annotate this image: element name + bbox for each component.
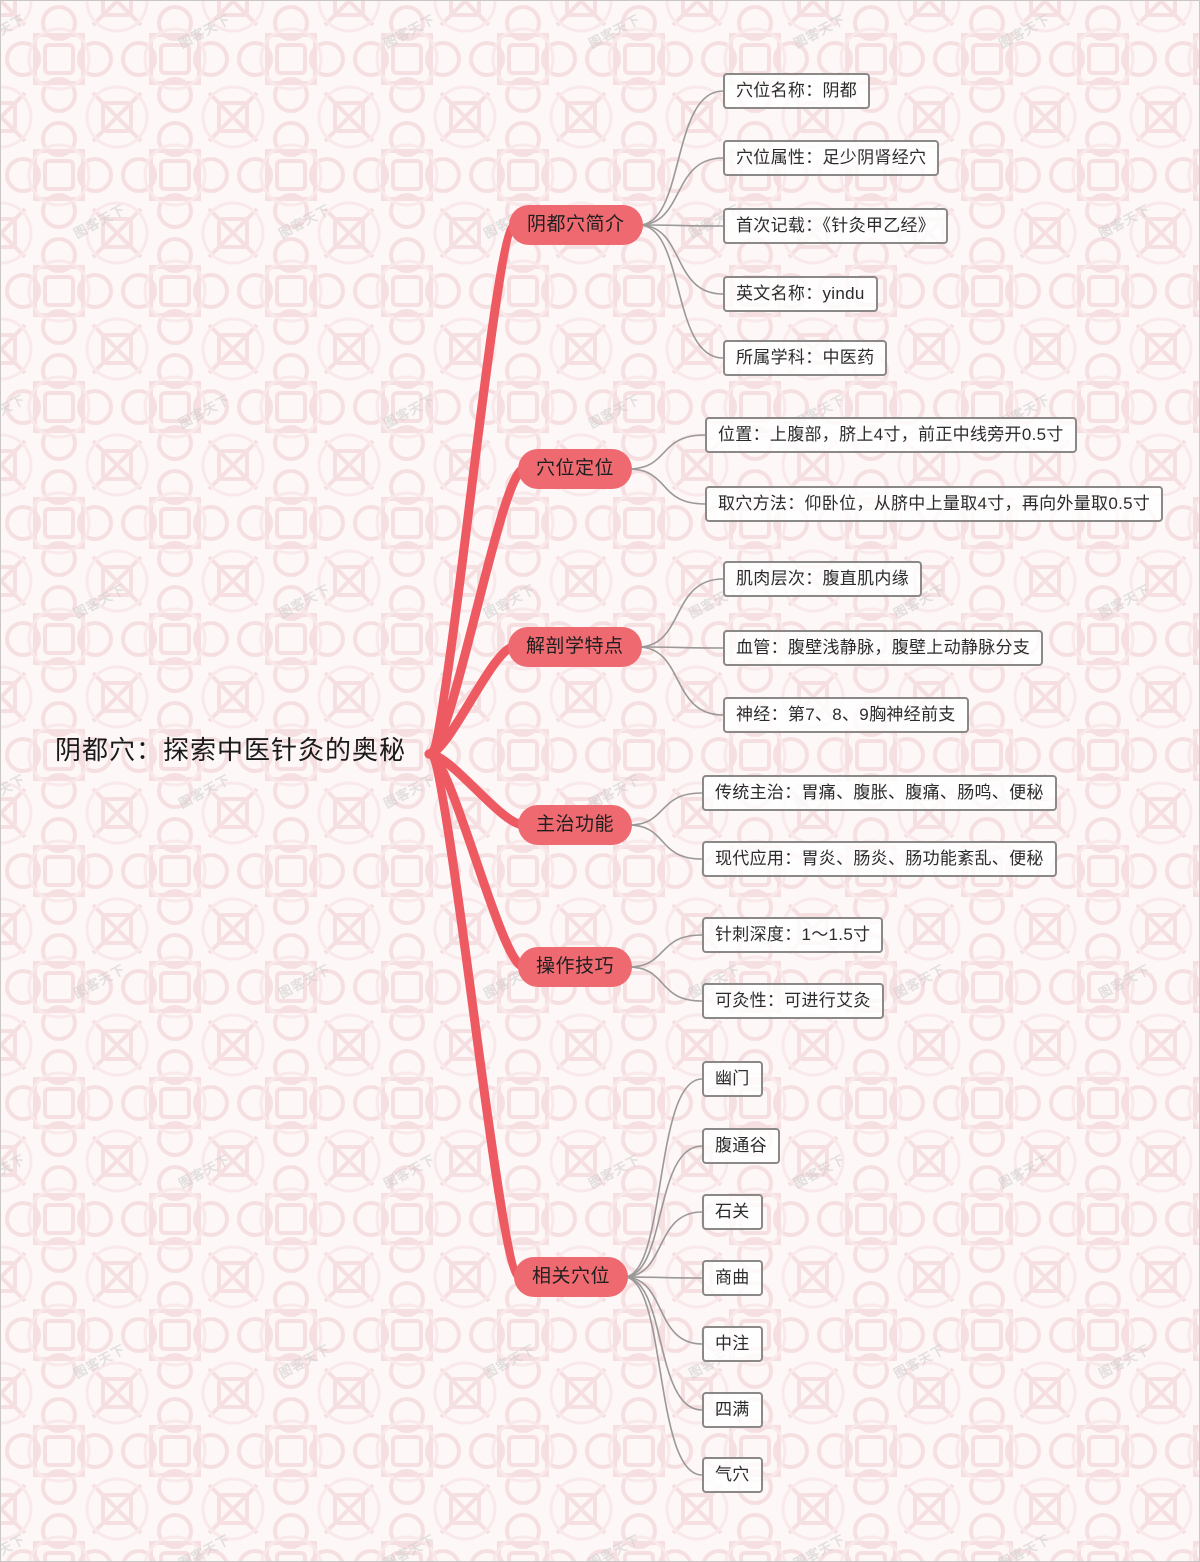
branch-node-indications[interactable]: 主治功能	[518, 805, 633, 846]
branch-node-location[interactable]: 穴位定位	[518, 449, 633, 490]
root-topic[interactable]: 阴都穴：探索中医针灸的奥秘	[55, 735, 407, 765]
leaf-node-intro-3[interactable]: 英文名称：yindu	[723, 276, 878, 313]
leaf-node-related-6[interactable]: 气穴	[702, 1457, 763, 1494]
leaf-node-related-0[interactable]: 幽门	[702, 1061, 763, 1098]
leaf-node-related-4[interactable]: 中注	[702, 1326, 763, 1363]
branch-node-technique[interactable]: 操作技巧	[518, 947, 633, 988]
leaf-node-anatomy-1[interactable]: 血管：腹壁浅静脉，腹壁上动静脉分支	[723, 630, 1044, 667]
leaf-node-related-2[interactable]: 石关	[702, 1194, 763, 1231]
leaf-node-technique-1[interactable]: 可灸性：可进行艾灸	[702, 983, 884, 1020]
leaf-node-intro-1[interactable]: 穴位属性：足少阴肾经穴	[723, 140, 940, 177]
leaf-node-intro-2[interactable]: 首次记载：《针灸甲乙经》	[723, 208, 949, 245]
leaf-node-intro-0[interactable]: 穴位名称：阴都	[723, 73, 871, 110]
leaf-node-related-1[interactable]: 腹通谷	[702, 1128, 780, 1165]
leaf-node-anatomy-0[interactable]: 肌肉层次：腹直肌内缘	[723, 561, 922, 598]
branch-node-anatomy[interactable]: 解剖学特点	[508, 627, 642, 668]
leaf-node-related-5[interactable]: 四满	[702, 1392, 763, 1429]
leaf-node-technique-0[interactable]: 针刺深度：1～1.5寸	[702, 917, 884, 954]
leaf-node-location-1[interactable]: 取穴方法：仰卧位，从脐中上量取4寸，再向外量取0.5寸	[705, 486, 1164, 523]
leaf-node-location-0[interactable]: 位置：上腹部，脐上4寸，前正中线旁开0.5寸	[705, 417, 1077, 454]
leaf-node-related-3[interactable]: 商曲	[702, 1260, 763, 1297]
leaf-node-intro-4[interactable]: 所属学科：中医药	[723, 340, 888, 377]
branch-node-intro[interactable]: 阴都穴简介	[509, 205, 643, 246]
leaf-node-indications-0[interactable]: 传统主治：胃痛、腹胀、腹痛、肠鸣、便秘	[702, 775, 1057, 812]
branch-node-related[interactable]: 相关穴位	[514, 1257, 629, 1298]
leaf-node-anatomy-2[interactable]: 神经：第7、8、9胸神经前支	[723, 697, 969, 734]
leaf-node-indications-1[interactable]: 现代应用：胃炎、肠炎、肠功能紊乱、便秘	[702, 841, 1057, 878]
